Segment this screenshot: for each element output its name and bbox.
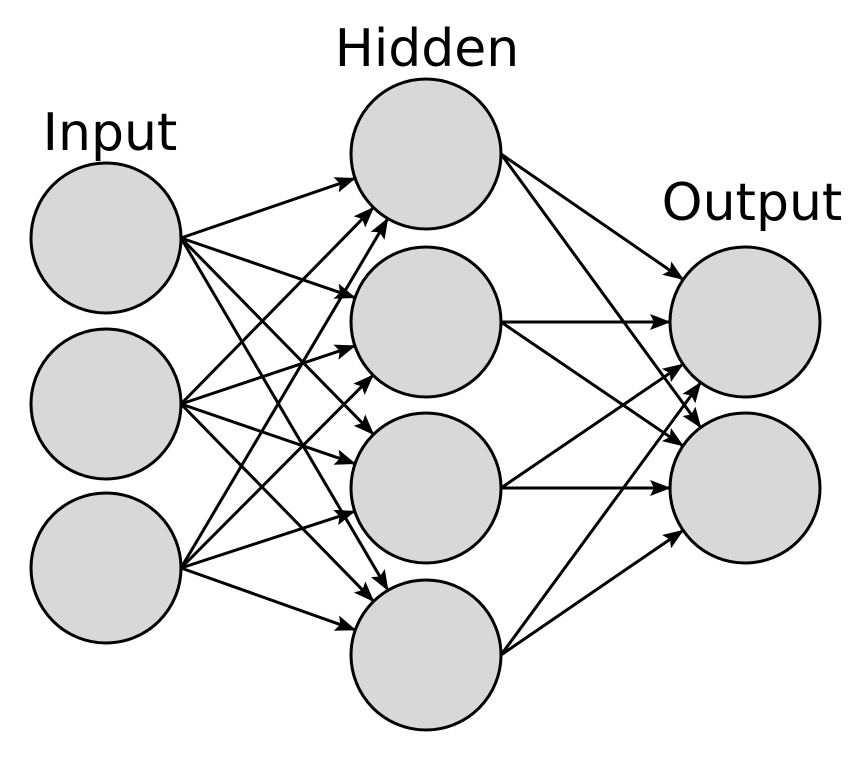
- layer-label-output: Output: [662, 173, 843, 233]
- input-node-3: [29, 491, 183, 645]
- edge-hidden-2-to-output-2: [500, 320, 684, 448]
- edges: [179, 152, 702, 657]
- layer-label-input: Input: [43, 103, 178, 163]
- nodes: [29, 77, 822, 732]
- output-node-1: [668, 245, 822, 399]
- edge-input-1-to-hidden-3: [179, 236, 375, 436]
- hidden-node-1: [349, 77, 503, 231]
- edge-input-2-to-hidden-3: [180, 402, 356, 466]
- input-node-2: [29, 327, 183, 481]
- edge-input-3-to-hidden-2: [179, 374, 375, 570]
- output-node-2: [668, 411, 822, 565]
- hidden-node-3: [349, 411, 503, 565]
- edge-input-2-to-hidden-2: [180, 344, 356, 406]
- input-node-1: [29, 161, 183, 315]
- edge-input-3-to-hidden-4: [180, 566, 357, 632]
- edge-input-2-to-hidden-4: [179, 402, 375, 603]
- edge-hidden-4-to-output-2: [500, 529, 684, 657]
- edge-hidden-3-to-output-1: [500, 362, 684, 490]
- edge-hidden-1-to-output-1: [500, 152, 685, 281]
- hidden-node-4: [349, 578, 503, 732]
- layer-label-hidden: Hidden: [335, 19, 520, 79]
- edge-input-1-to-hidden-2: [180, 236, 356, 300]
- edge-input-2-to-hidden-1: [179, 206, 375, 406]
- edge-input-1-to-hidden-1: [180, 176, 356, 240]
- edge-input-3-to-hidden-1: [179, 217, 390, 569]
- hidden-node-2: [349, 245, 503, 399]
- edge-input-1-to-hidden-4: [179, 237, 390, 592]
- edge-hidden-4-to-output-1: [499, 381, 702, 656]
- edge-input-3-to-hidden-3: [180, 509, 356, 570]
